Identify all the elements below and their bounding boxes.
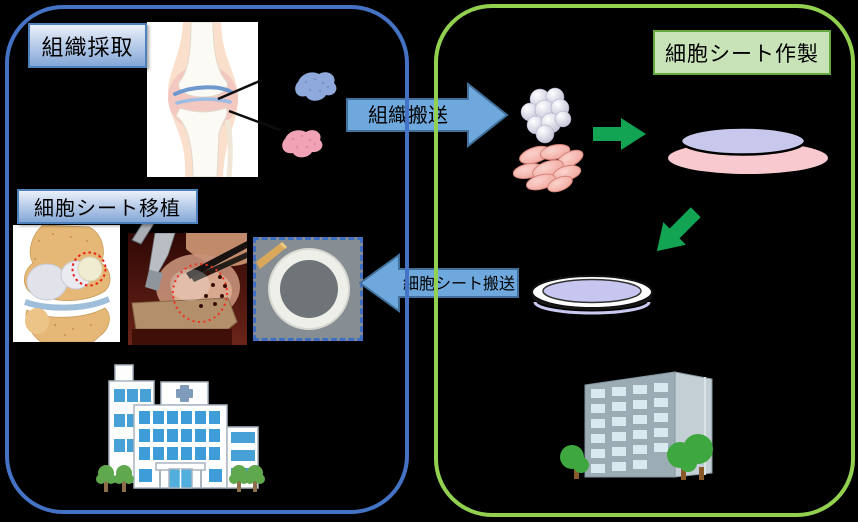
tissue-harvest-text: 組織採取 [41, 35, 134, 61]
cell-sheet-transplant-text: 細胞シート移植 [34, 196, 181, 220]
cell-sheet-production-text: 細胞シート作製 [665, 41, 819, 66]
pipette-icon [256, 242, 287, 269]
cell-sheet-photo [253, 237, 363, 341]
tree-icon [96, 465, 265, 492]
tissue-harvest-label: 組織採取 [28, 23, 147, 68]
culture-dish-with-lid [668, 126, 828, 174]
arrow-cell-sheet-transport-label: 細胞シート搬送 [403, 274, 515, 293]
cell-sheet-transplant-label: 細胞シート移植 [17, 189, 198, 224]
knee-transplant-illustration [13, 225, 120, 342]
isolated-cells-white [520, 87, 572, 144]
hospital-cross-icon [176, 385, 193, 402]
surgery-photo [128, 233, 247, 345]
cell-processing-facility-building [560, 371, 713, 480]
knee-joint-illustration [147, 22, 258, 177]
hospital-building [96, 364, 265, 492]
arrow-cell-sheet-transport: 細胞シート搬送 [359, 253, 519, 313]
harvested-tissue-pink [282, 130, 323, 158]
arrow-cells-to-dish [593, 118, 646, 150]
arrow-tissue-transport-label: 組織搬送 [368, 103, 448, 127]
cell-sheet-ring [256, 242, 350, 330]
cell-sheet-production-label: 細胞シート作製 [653, 30, 831, 75]
harvested-tissue-blue [295, 72, 337, 101]
culture-dish-cell-sheet [531, 275, 653, 315]
arrow-tissue-transport: 組織搬送 [346, 82, 509, 148]
arrow-dish-to-transport [644, 200, 708, 264]
isolated-cells-pink [513, 143, 584, 193]
tree-icon [560, 434, 713, 480]
